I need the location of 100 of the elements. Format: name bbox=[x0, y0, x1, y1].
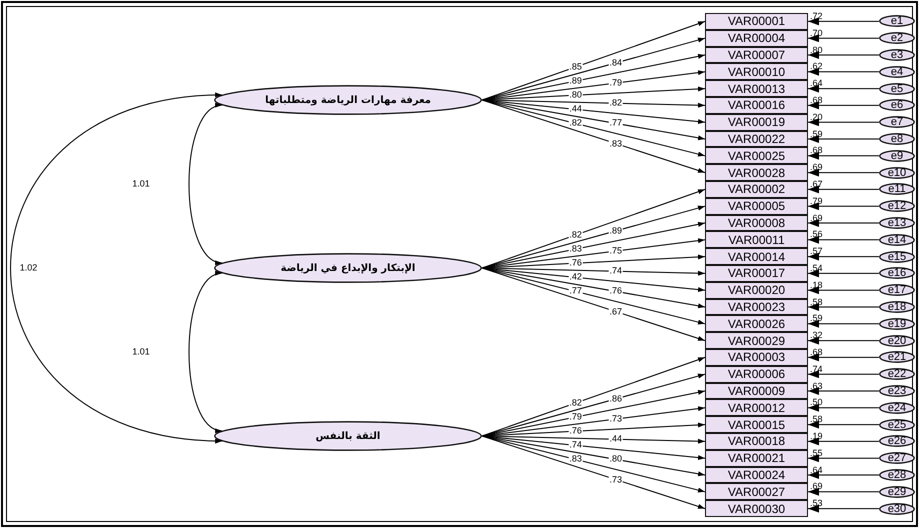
error-arrow bbox=[808, 504, 880, 513]
error-ellipse: e11 bbox=[879, 183, 915, 196]
error-ellipse: e28 bbox=[879, 469, 915, 481]
r-squared-value: .64 bbox=[810, 79, 823, 88]
error-ellipse: e2 bbox=[879, 32, 915, 44]
loading-arrow bbox=[482, 206, 706, 268]
error-ellipse: e5 bbox=[879, 82, 915, 95]
latent-ellipse: الثقة بالنفس bbox=[214, 421, 482, 451]
edge-label: .89 bbox=[608, 226, 624, 236]
variable-box: VAR00003 bbox=[705, 349, 808, 366]
error-arrow bbox=[808, 454, 880, 462]
edge-label: .85 bbox=[568, 62, 583, 72]
loading-arrow bbox=[482, 268, 706, 325]
edge-label: .73 bbox=[608, 414, 624, 424]
error-arrow bbox=[808, 336, 880, 345]
error-arrow bbox=[808, 320, 880, 328]
error-ellipse: e30 bbox=[879, 502, 915, 515]
error-ellipse: e6 bbox=[879, 99, 915, 112]
variable-box: VAR00026 bbox=[705, 315, 808, 332]
edge-label: .80 bbox=[608, 454, 624, 464]
error-ellipse: e26 bbox=[879, 435, 915, 448]
variable-box: VAR00008 bbox=[705, 214, 808, 232]
r-squared-value: .69 bbox=[810, 163, 823, 172]
error-arrow bbox=[808, 404, 880, 412]
loading-arrow bbox=[482, 268, 706, 342]
variable-box: VAR00014 bbox=[705, 248, 808, 265]
edge-label: .76 bbox=[568, 258, 583, 268]
edge-label: .82 bbox=[568, 118, 583, 128]
r-squared-value: .57 bbox=[810, 247, 823, 256]
error-ellipse: e23 bbox=[879, 385, 915, 397]
r-squared-value: .50 bbox=[810, 398, 823, 408]
error-ellipse: e19 bbox=[879, 318, 915, 330]
variable-box: VAR00020 bbox=[705, 282, 808, 299]
variable-box: VAR00025 bbox=[705, 147, 808, 164]
r-squared-value: .70 bbox=[810, 28, 823, 38]
edge-label: .79 bbox=[608, 78, 624, 88]
error-ellipse: e4 bbox=[879, 66, 915, 78]
covariance-arrow bbox=[10, 93, 223, 443]
r-squared-value: .69 bbox=[810, 482, 823, 492]
r-squared-value: .67 bbox=[810, 180, 823, 189]
variable-box: VAR00010 bbox=[705, 63, 808, 80]
edge-label: 1.01 bbox=[131, 180, 151, 188]
error-arrow bbox=[808, 420, 880, 429]
edge-label: .44 bbox=[568, 104, 583, 114]
loading-arrow bbox=[482, 100, 706, 157]
edge-label: 1.01 bbox=[131, 348, 151, 356]
loading-arrow bbox=[482, 222, 706, 268]
variable-box: VAR00009 bbox=[705, 382, 808, 400]
error-ellipse: e3 bbox=[879, 49, 915, 61]
error-arrow bbox=[808, 101, 880, 110]
edge-label: .83 bbox=[568, 244, 583, 254]
loading-arrow bbox=[482, 54, 706, 100]
loading-arrow bbox=[482, 20, 706, 100]
error-ellipse: e1 bbox=[879, 15, 915, 28]
error-ellipse: e16 bbox=[879, 267, 915, 280]
error-arrow bbox=[808, 68, 880, 76]
error-arrow bbox=[808, 252, 880, 261]
variable-box: VAR00005 bbox=[705, 198, 808, 215]
error-ellipse: e18 bbox=[879, 301, 915, 313]
edge-label: .83 bbox=[608, 139, 624, 148]
error-ellipse: e27 bbox=[879, 452, 915, 464]
error-ellipse: e22 bbox=[879, 368, 915, 380]
error-ellipse: e25 bbox=[879, 418, 915, 431]
variable-box: VAR00001 bbox=[705, 13, 808, 30]
loading-arrow bbox=[482, 268, 706, 292]
r-squared-value: .64 bbox=[810, 466, 823, 475]
latent-ellipse: معرفة مهارات الرياضة ومتطلباتها bbox=[214, 85, 482, 115]
r-squared-value: .62 bbox=[810, 62, 823, 72]
r-squared-value: .68 bbox=[810, 96, 823, 105]
edge-label: 1.02 bbox=[18, 264, 38, 272]
loading-arrow bbox=[482, 436, 706, 476]
error-arrow bbox=[808, 185, 880, 194]
error-arrow bbox=[808, 353, 880, 362]
loading-arrow bbox=[482, 100, 706, 174]
r-squared-value: .56 bbox=[810, 230, 823, 240]
loading-arrow bbox=[482, 38, 706, 100]
loading-arrow bbox=[482, 70, 706, 100]
r-squared-value: .68 bbox=[810, 348, 823, 357]
variable-box: VAR00013 bbox=[705, 80, 808, 97]
edge-label: .73 bbox=[608, 475, 624, 484]
error-ellipse: e14 bbox=[879, 234, 915, 246]
edge-label: .89 bbox=[568, 76, 583, 86]
edge-label: .75 bbox=[608, 246, 624, 256]
covariance-arrow bbox=[188, 272, 223, 432]
error-ellipse: e7 bbox=[879, 116, 915, 128]
r-squared-value: .58 bbox=[810, 415, 823, 424]
edge-label: .76 bbox=[608, 286, 624, 296]
edge-label: .77 bbox=[568, 286, 583, 296]
edge-label: .74 bbox=[568, 440, 583, 450]
error-ellipse: e15 bbox=[879, 250, 915, 263]
error-arrow bbox=[808, 51, 880, 59]
error-arrow bbox=[808, 370, 880, 378]
covariance-arrow bbox=[188, 104, 223, 264]
variable-box: VAR00011 bbox=[705, 231, 808, 248]
variable-box: VAR00007 bbox=[705, 46, 808, 64]
error-arrow bbox=[808, 17, 880, 26]
edge-label: .79 bbox=[568, 412, 583, 422]
edge-label: .82 bbox=[568, 230, 583, 240]
latent-ellipse: الإبتكار والإبداع في الرياضة bbox=[214, 253, 482, 283]
error-ellipse: e8 bbox=[879, 133, 915, 145]
